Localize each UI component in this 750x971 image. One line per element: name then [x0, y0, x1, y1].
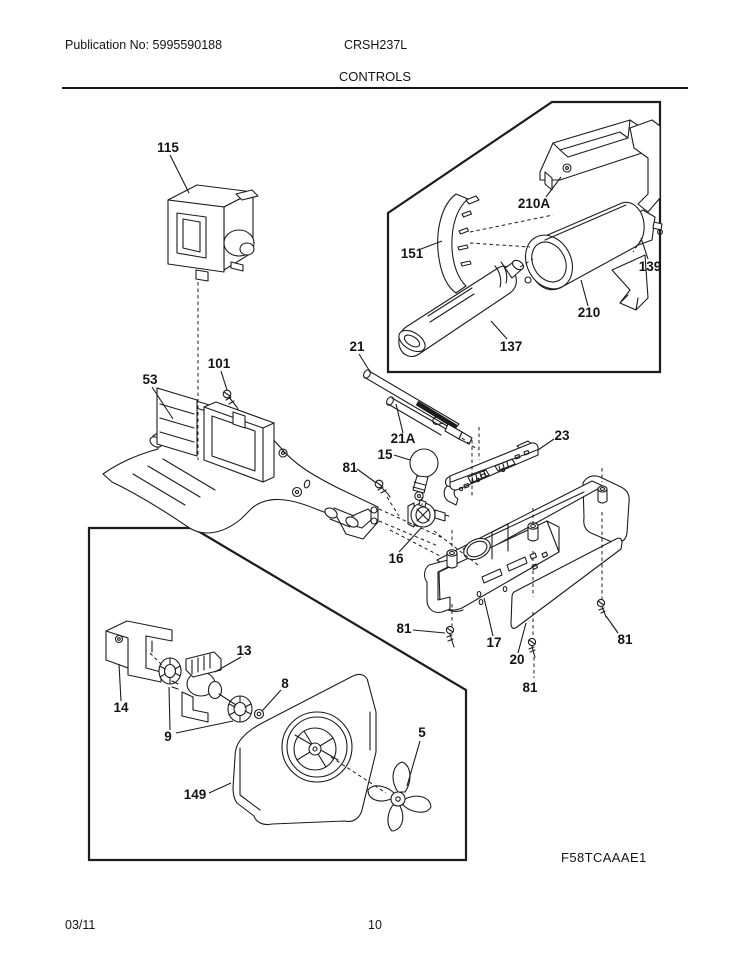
part-light-bulb-15 — [409, 448, 439, 501]
part-label-20: 20 — [509, 652, 524, 667]
part-label-13: 13 — [236, 643, 252, 658]
part-label-81-duct: 81 — [342, 460, 358, 475]
leader-lines — [118, 154, 649, 794]
footer-date: 03/11 — [65, 918, 96, 932]
part-grommet-9-right — [227, 695, 253, 723]
part-label-5: 5 — [418, 725, 426, 740]
part-label-9: 9 — [164, 729, 172, 744]
part-screw-81-right — [596, 598, 607, 618]
part-label-81-right: 81 — [617, 632, 633, 647]
part-washer-8 — [253, 708, 265, 720]
part-screw-81-mid — [527, 637, 537, 658]
part-label-81-mid: 81 — [522, 680, 538, 695]
inset-box-filter — [386, 100, 662, 374]
part-label-101: 101 — [208, 356, 231, 371]
part-screw-101 — [222, 389, 239, 410]
publication-number: Publication No: 5995590188 — [65, 38, 223, 52]
part-labels: 115 101 53 21 21A 15 81 23 16 81 17 20 8… — [113, 140, 661, 802]
part-label-23: 23 — [554, 428, 570, 443]
part-label-8: 8 — [281, 676, 289, 691]
part-fan-blade-5 — [367, 761, 432, 832]
part-label-16: 16 — [388, 551, 404, 566]
part-screw-81-duct — [374, 479, 391, 498]
section-title: CONTROLS — [338, 69, 412, 84]
footer-page-number: 10 — [368, 918, 382, 932]
model-number: CRSH237L — [344, 38, 408, 52]
part-screw-81-left — [445, 625, 455, 648]
part-label-149: 149 — [184, 787, 207, 802]
part-control-board-23 — [443, 440, 539, 506]
part-label-14: 14 — [113, 700, 129, 715]
part-damper-control-115 — [167, 184, 259, 282]
part-lamp-socket-16 — [407, 499, 450, 528]
header-rule — [62, 87, 688, 89]
part-label-139: 139 — [639, 259, 662, 274]
part-label-21: 21 — [349, 339, 365, 354]
part-label-210a: 210A — [518, 196, 551, 211]
inset-box-fan — [87, 526, 468, 862]
part-label-17: 17 — [486, 635, 501, 650]
part-label-151: 151 — [401, 246, 424, 261]
diagram-code: F58TCAAAE1 — [561, 850, 647, 865]
part-label-15: 15 — [377, 447, 393, 462]
assembly-dash-lines — [149, 214, 642, 794]
part-fan-motor-13 — [171, 651, 237, 723]
part-bracket-14 — [105, 620, 173, 683]
part-console-17 — [424, 475, 630, 613]
part-label-21a: 21A — [391, 431, 416, 446]
part-label-53: 53 — [142, 372, 158, 387]
part-label-81-left: 81 — [396, 621, 412, 636]
part-fan-shroud-149 — [232, 673, 377, 826]
part-water-filter-137 — [398, 259, 525, 357]
part-filter-housing-210 — [524, 201, 649, 311]
part-label-115: 115 — [157, 140, 179, 155]
part-panel-20 — [510, 537, 623, 629]
part-vent-grille-151 — [437, 193, 480, 294]
part-grommet-9-left — [158, 657, 182, 685]
part-housing-cover-210a — [539, 119, 661, 213]
part-label-137: 137 — [500, 339, 523, 354]
part-label-210: 210 — [578, 305, 601, 320]
part-air-duct-53 — [102, 387, 379, 540]
